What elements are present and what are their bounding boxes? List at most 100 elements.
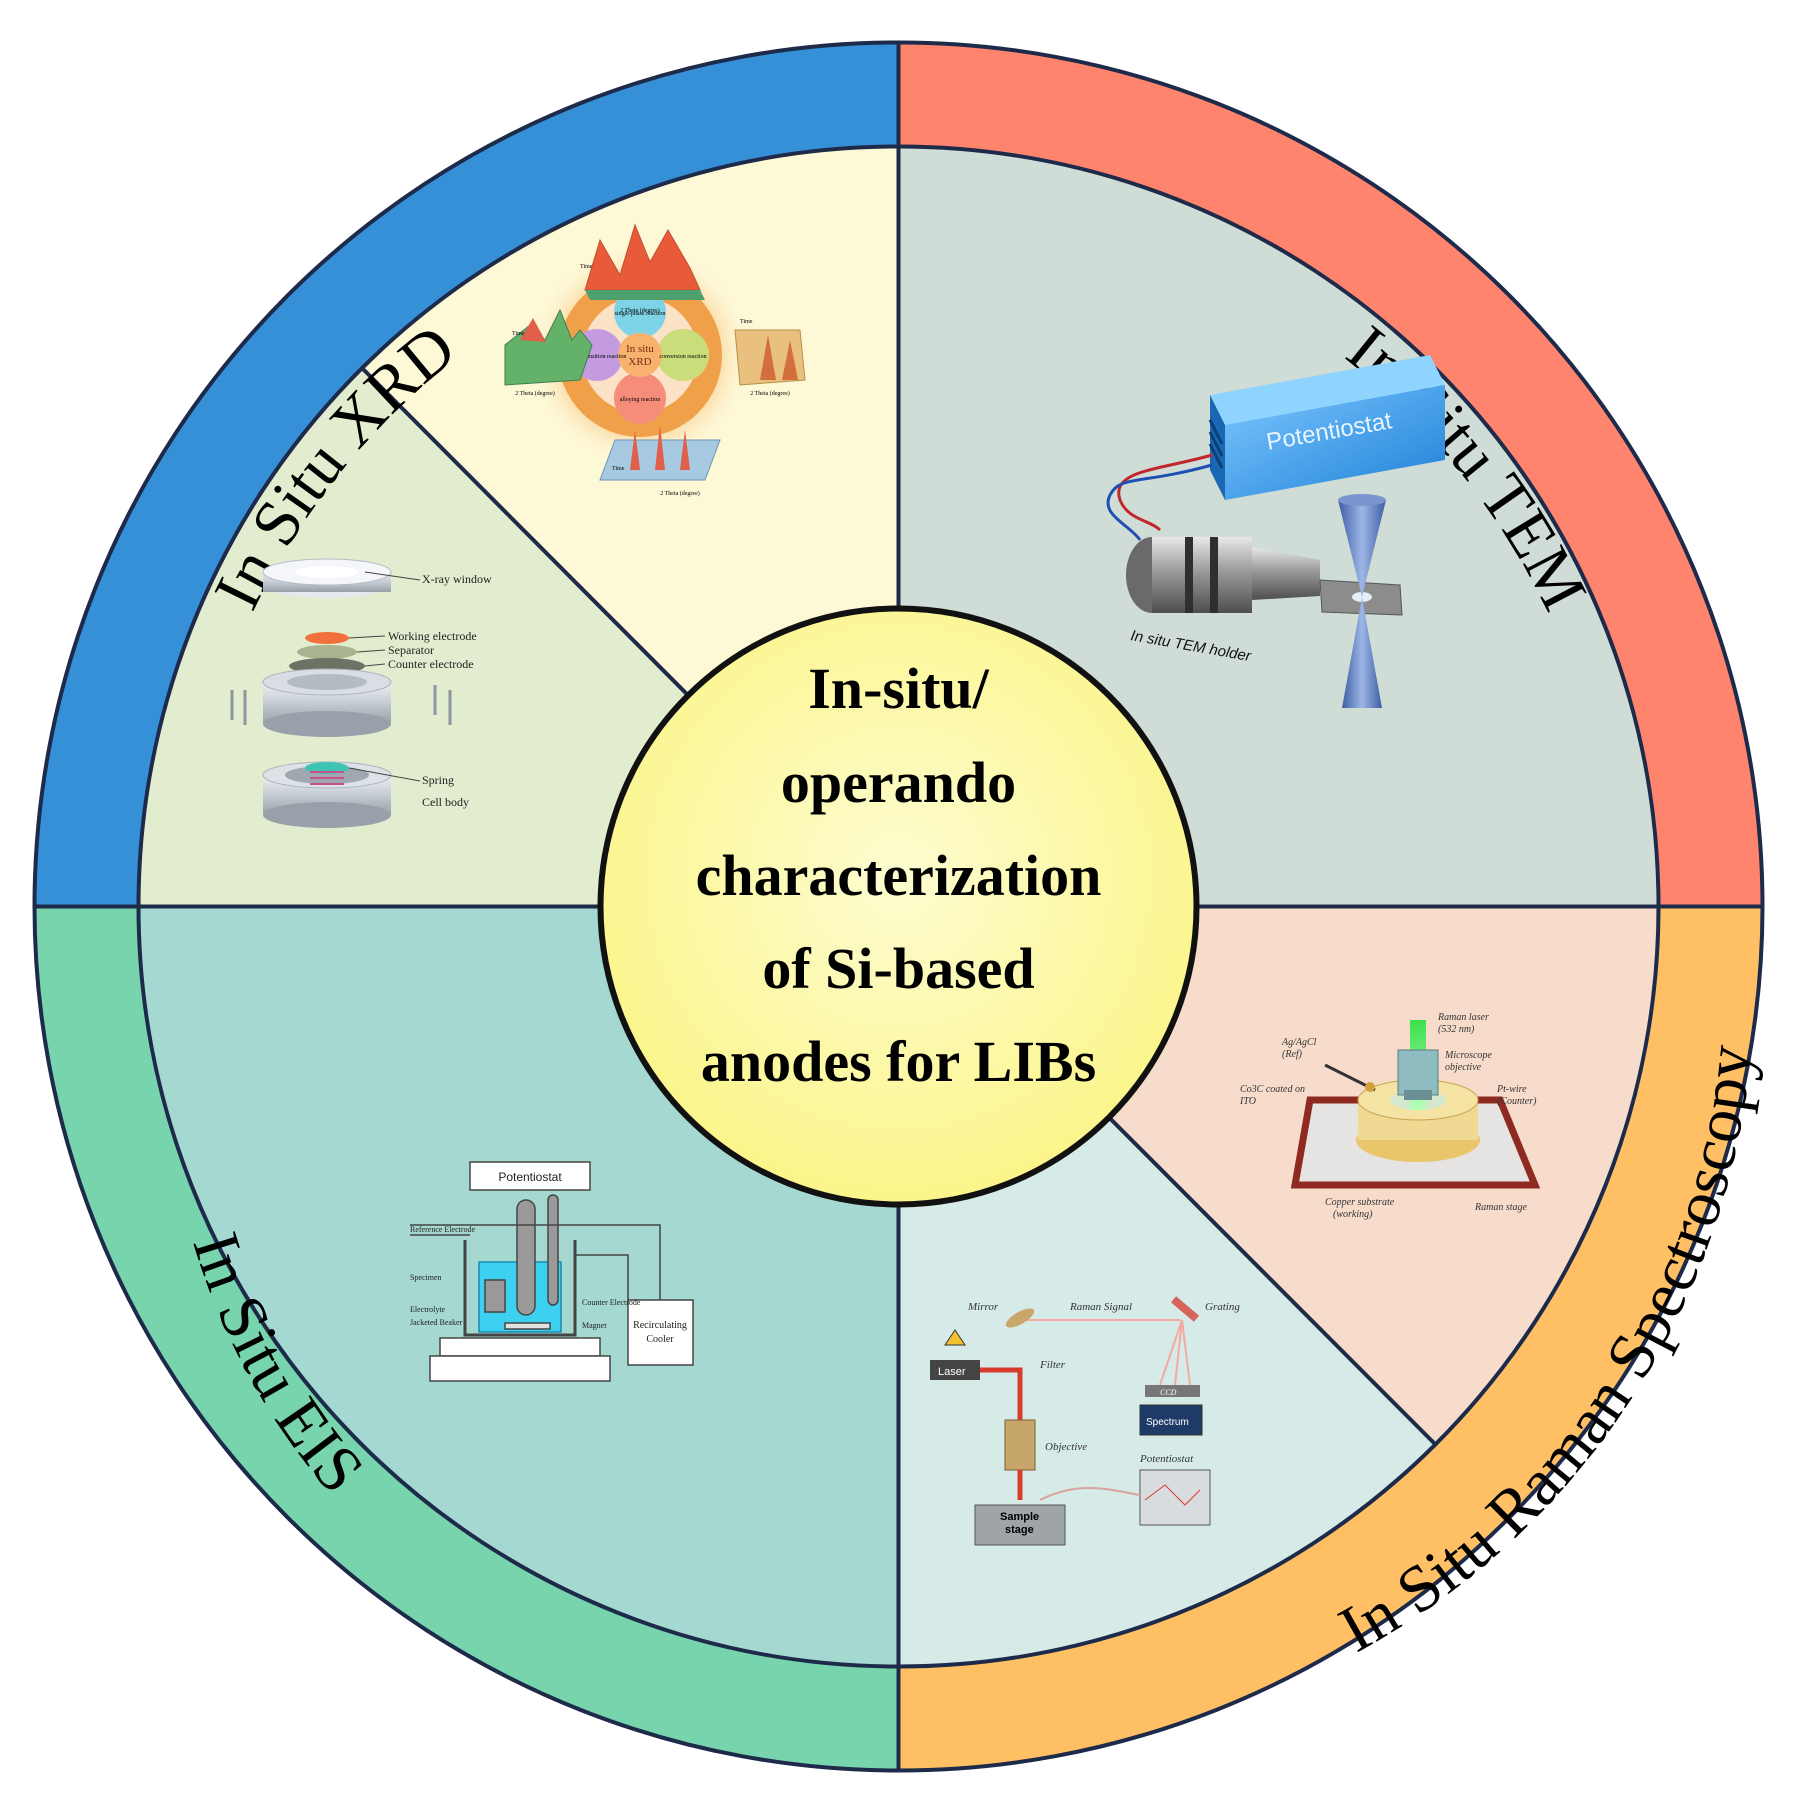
xrd-plot-top-axis: 2 Theta (degree) bbox=[620, 307, 660, 314]
center-title-line-2: operando bbox=[781, 750, 1016, 815]
label-ag-agcl: Ag/AgCl bbox=[1281, 1037, 1317, 1048]
eis-magnet bbox=[504, 1322, 551, 1330]
eis-stand bbox=[439, 1337, 601, 1357]
xrd-wheel-illustration: In situ XRD single-phase reaction conver… bbox=[504, 223, 806, 497]
xrd-center-disc bbox=[618, 333, 662, 377]
center-disc bbox=[597, 605, 1200, 1208]
eis-label-counter-electrode: Counter Electrode bbox=[582, 1298, 641, 1307]
beam-cone-bottom bbox=[1342, 597, 1382, 708]
xrd-plot-bottom: 2 Theta (degree) Time bbox=[599, 425, 721, 497]
xrd-plot-bottom-axis: 2 Theta (degree) bbox=[660, 490, 700, 497]
eis-illustration: Potentiostat Reference Electrode Specime… bbox=[410, 1161, 694, 1382]
beam-cone-top bbox=[1338, 500, 1386, 597]
eis-label-jacketed-beaker: Jacketed Beaker bbox=[410, 1318, 463, 1327]
grating bbox=[1170, 1296, 1200, 1322]
label-ref: (Ref) bbox=[1282, 1049, 1303, 1060]
microscope-objective bbox=[1397, 1049, 1439, 1096]
xrd-plot-left-time: Time bbox=[512, 331, 525, 337]
label-copper-substrate: Copper substrate bbox=[1325, 1197, 1395, 1208]
potentiostat-device bbox=[1139, 1469, 1211, 1526]
label-stage: stage bbox=[1005, 1524, 1034, 1536]
reaction-bubble-right bbox=[657, 329, 709, 381]
eis-potentiostat-box bbox=[469, 1161, 591, 1191]
label-grating: Grating bbox=[1205, 1301, 1240, 1313]
label-raman-stage: Raman stage bbox=[1474, 1202, 1528, 1213]
xrd-plot-right-time: Time bbox=[740, 319, 753, 325]
eis-base bbox=[429, 1355, 611, 1382]
label-ccd: CCD bbox=[1160, 1388, 1177, 1397]
wire-red bbox=[1117, 453, 1213, 532]
reaction-bubble-bottom bbox=[614, 372, 666, 424]
eis-label-cooler: Cooler bbox=[646, 1334, 674, 1345]
xrd-plot-right-axis: 2 Theta (degree) bbox=[750, 390, 790, 397]
label-microscope: Microscope bbox=[1444, 1050, 1492, 1061]
label-ito: ITO bbox=[1239, 1096, 1256, 1107]
label-co3c-coated: Co3C coated on bbox=[1240, 1084, 1305, 1095]
reaction-label-single-phase: single-phase reaction bbox=[615, 311, 666, 317]
xrd-cell-illustration: X-ray window Working electrode Separator… bbox=[230, 558, 492, 828]
center-title-line-4: of Si-based bbox=[762, 936, 1034, 1001]
separator bbox=[297, 645, 357, 659]
xrd-plot-top: 2 Theta (degree) Time bbox=[580, 223, 705, 314]
eis-reference-electrode bbox=[516, 1199, 536, 1316]
wire-blue bbox=[1106, 463, 1213, 541]
potentiostat-box-top bbox=[1210, 355, 1445, 425]
eis-label-specimen: Specimen bbox=[410, 1273, 442, 1282]
eis-cooler bbox=[627, 1299, 694, 1366]
spectrum-monitor bbox=[1139, 1404, 1203, 1436]
label-counter: (Counter) bbox=[1497, 1096, 1537, 1107]
center-title-line-3: characterization bbox=[696, 843, 1102, 908]
xrd-plot-right: 2 Theta (degree) Time bbox=[734, 319, 806, 397]
label-laser: Laser bbox=[938, 1366, 966, 1378]
label-sample: Sample bbox=[1000, 1511, 1039, 1523]
working-electrode bbox=[305, 632, 349, 644]
raman-cell-illustration: Raman laser (532 nm) Microscope objectiv… bbox=[1239, 1012, 1541, 1220]
label-x-ray-window: X-ray window bbox=[422, 572, 492, 586]
mirror bbox=[1005, 1308, 1035, 1328]
label-counter-electrode: Counter electrode bbox=[388, 657, 474, 671]
label-working: (working) bbox=[1333, 1209, 1373, 1220]
raman-setup-illustration: Laser Spectrum Sample stage Mirror Raman… bbox=[930, 1296, 1240, 1546]
label-objective: objective bbox=[1445, 1062, 1482, 1073]
xrd-plot-bottom-time: Time bbox=[612, 466, 625, 472]
reaction-label-phase-transition: phase transition reaction bbox=[568, 354, 627, 360]
eis-counter-electrode bbox=[547, 1194, 559, 1306]
xrd-plot-top-time: Time bbox=[580, 264, 593, 270]
laser-path bbox=[980, 1367, 1023, 1440]
label-objective: Objective bbox=[1045, 1441, 1087, 1453]
xrd-plot-left: 2 Theta (degree) Time bbox=[504, 308, 593, 397]
eis-beaker bbox=[463, 1240, 577, 1337]
eis-label-electrolyte: Electrolyte bbox=[410, 1305, 446, 1314]
label-mirror: Mirror bbox=[967, 1301, 999, 1313]
reaction-label-conversion: conversion reaction bbox=[659, 354, 706, 360]
objective-lens bbox=[1004, 1419, 1036, 1471]
label-spring: Spring bbox=[422, 773, 454, 787]
eis-label-recirculating: Recirculating bbox=[633, 1320, 687, 1331]
label-raman-laser-wavelength: (532 nm) bbox=[1438, 1024, 1475, 1035]
eis-specimen bbox=[484, 1279, 506, 1313]
label-raman-signal: Raman Signal bbox=[1069, 1301, 1132, 1313]
label-filter: Filter bbox=[1039, 1359, 1066, 1371]
label-potentiostat: Potentiostat bbox=[1139, 1453, 1194, 1465]
label-raman-laser: Raman laser bbox=[1437, 1012, 1489, 1023]
label-separator: Separator bbox=[388, 643, 434, 657]
xrd-center-title-2: XRD bbox=[628, 356, 651, 368]
center-title: In-situ/ operando characterization of Si… bbox=[696, 656, 1102, 1094]
eis-label-potentiostat: Potentiostat bbox=[498, 1170, 562, 1184]
xrd-center-title-1: In situ bbox=[626, 343, 654, 355]
center-title-line-1: In-situ/ bbox=[808, 656, 989, 721]
label-working-electrode: Working electrode bbox=[388, 629, 477, 643]
eis-label-reference-electrode: Reference Electrode bbox=[410, 1225, 476, 1234]
center-title-line-5: anodes for LIBs bbox=[701, 1029, 1096, 1094]
reaction-label-alloying: alloying reaction bbox=[620, 397, 661, 403]
tem-holder-body bbox=[1152, 537, 1252, 613]
xrd-plot-left-axis: 2 Theta (degree) bbox=[515, 390, 555, 397]
eis-label-magnet: Magnet bbox=[582, 1321, 607, 1330]
ccd bbox=[1145, 1385, 1200, 1397]
laser-source bbox=[930, 1360, 980, 1380]
potentiostat-box-front bbox=[1225, 385, 1445, 500]
label-pt-wire: Pt-wire bbox=[1496, 1084, 1527, 1095]
raman-signal-path bbox=[1020, 1319, 1191, 1386]
